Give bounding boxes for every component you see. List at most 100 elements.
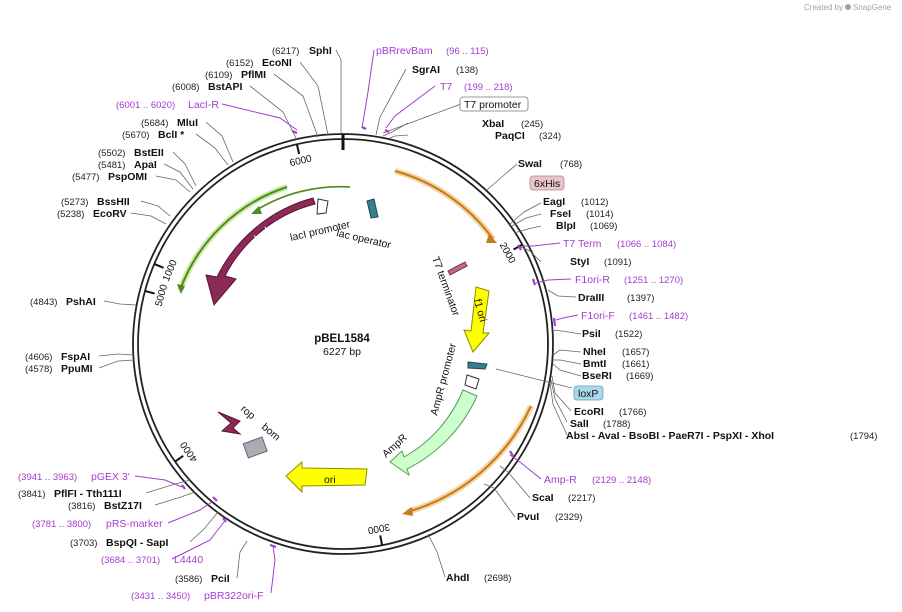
ruler-tick-label: 1000 (161, 258, 180, 283)
primer-range: (199 .. 218) (464, 82, 513, 93)
site-pos: (5684) (141, 118, 168, 129)
site-name[interactable]: BclI * (158, 129, 185, 141)
primer-range: (96 .. 115) (446, 46, 489, 57)
site-name[interactable]: BspQI - SapI (106, 537, 169, 549)
primer-leader-lines (134, 49, 579, 594)
site-name[interactable]: DraIII (578, 292, 604, 304)
site-name[interactable]: NheI (583, 346, 606, 358)
site-name[interactable]: BseRI (582, 370, 612, 382)
orf-arrowhead-inner (251, 206, 262, 214)
site-name[interactable]: BlpI (556, 220, 576, 232)
primer-name[interactable]: T7 Term (563, 238, 602, 250)
site-name[interactable]: FseI (550, 208, 571, 220)
site-pos: (1788) (603, 419, 630, 430)
site-pos: (1657) (622, 347, 649, 358)
site-name[interactable]: BmtI (583, 358, 606, 370)
site-pos: (3586) (175, 574, 202, 585)
site-name[interactable]: ApaI (134, 159, 157, 171)
site-name[interactable]: PspOMI (108, 171, 147, 183)
site-pos: (4578) (25, 364, 52, 375)
site-name[interactable]: EcoRI (574, 406, 604, 418)
site-name[interactable]: SphI (309, 45, 332, 57)
site-pos: (5502) (98, 148, 125, 159)
site-pos: (5481) (98, 160, 125, 171)
ruler-tick-label: 5000 (154, 283, 170, 308)
site-pos: (1522) (615, 329, 642, 340)
primer-marks (181, 126, 557, 549)
ruler-tick-label: 6000 (289, 153, 314, 169)
primer-name[interactable]: Amp-R (544, 474, 577, 486)
lacI-feature (205, 197, 316, 307)
site-name[interactable]: SalI (570, 418, 589, 430)
primer-name[interactable]: pGEX 3' (91, 471, 130, 483)
boxed-feature-labels: T7 promoter 6xHis loxP (459, 96, 604, 401)
site-name[interactable]: PvuI (517, 511, 539, 523)
primer-range: (3781 .. 3800) (32, 519, 91, 530)
site-name[interactable]: FspAI (61, 351, 90, 363)
plasmid-backbone (132, 133, 554, 555)
site-name[interactable]: EagI (543, 196, 565, 208)
primer-name[interactable]: F1ori-R (575, 274, 610, 286)
site-name[interactable]: PshAI (66, 296, 96, 308)
site-name[interactable]: SwaI (518, 158, 542, 170)
ori-label: ori (324, 474, 336, 486)
site-pos: (6109) (205, 70, 232, 81)
6xhis-box[interactable] (529, 175, 565, 191)
6xhis-label: 6xHis (534, 178, 560, 190)
site-name[interactable]: AbsI - AvaI - BsoBI - PaeR7I - PspXI - X… (566, 430, 774, 442)
primer-name[interactable]: L4440 (174, 554, 203, 566)
restriction-site-labels: (6217) SphI (6152) EcoNI (6109) PflMI (6… (18, 45, 877, 585)
primer-name[interactable]: pRS-marker (106, 518, 163, 530)
site-pos: (2217) (568, 493, 595, 504)
site-name[interactable]: EcoRV (93, 208, 127, 220)
t7-promoter-box[interactable] (459, 96, 529, 112)
orf-arrowhead-left (177, 284, 185, 294)
orf-arrowhead-bottom (402, 507, 413, 516)
primer-name[interactable]: pBRrevBam (376, 45, 433, 57)
site-name[interactable]: PflMI (241, 69, 266, 81)
site-name[interactable]: SgrAI (412, 64, 440, 76)
site-name[interactable]: AhdI (446, 572, 469, 584)
primer-name[interactable]: T7 (440, 81, 452, 93)
site-name[interactable]: BstZ17I (104, 500, 142, 512)
site-name[interactable]: BstEII (134, 147, 164, 159)
primer-name[interactable]: LacI-R (188, 99, 219, 111)
snapgene-brand: SnapGene (853, 3, 892, 12)
site-name[interactable]: MluI (177, 117, 198, 129)
site-pos: (245) (521, 119, 543, 130)
site-name[interactable]: BssHII (97, 196, 130, 208)
site-name[interactable]: PaqCI (495, 130, 525, 142)
site-pos: (4606) (25, 352, 52, 363)
ampr-promoter-label: AmpR promoter (428, 342, 459, 417)
site-name[interactable]: StyI (570, 256, 589, 268)
loxp-label: loxP (578, 388, 598, 400)
ruler-tick (144, 289, 155, 295)
site-name[interactable]: XbaI (482, 118, 504, 130)
ori-feature (285, 460, 368, 494)
site-name[interactable]: PsiI (582, 328, 601, 340)
site-name[interactable]: BstAPI (208, 81, 243, 93)
loxp-box[interactable] (573, 385, 604, 401)
primer-labels: pBRrevBam (96 .. 115) T7 (199 .. 218) (6… (18, 45, 688, 602)
site-pos: (5273) (61, 197, 88, 208)
site-pos: (1669) (626, 371, 653, 382)
site-name[interactable]: PciI (211, 573, 230, 585)
snapgene-logo-icon (845, 4, 851, 10)
orf-arc-right (394, 168, 496, 241)
site-name[interactable]: ScaI (532, 492, 554, 504)
t7-promoter-label: T7 promoter (464, 99, 522, 111)
t7-terminator-label: T7 terminator (429, 255, 462, 318)
site-name[interactable]: EcoNI (262, 57, 292, 69)
lac-operator-marker (366, 198, 379, 219)
primer-name[interactable]: pBR322ori-F (204, 590, 264, 602)
site-pos: (324) (539, 131, 561, 142)
plasmid-name: pBEL1584 (314, 333, 370, 345)
lac-operator-label: lac operator (335, 227, 392, 251)
plasmid-size: 6227 bp (323, 346, 361, 358)
site-name[interactable]: PpuMI (61, 363, 93, 375)
site-pos: (2698) (484, 573, 511, 584)
primer-name[interactable]: F1ori-F (581, 310, 615, 322)
site-name[interactable]: PflFI - Tth111I (54, 488, 122, 500)
ruler-tick-label: 3000 (366, 521, 390, 536)
site-leader-lines (98, 49, 582, 579)
